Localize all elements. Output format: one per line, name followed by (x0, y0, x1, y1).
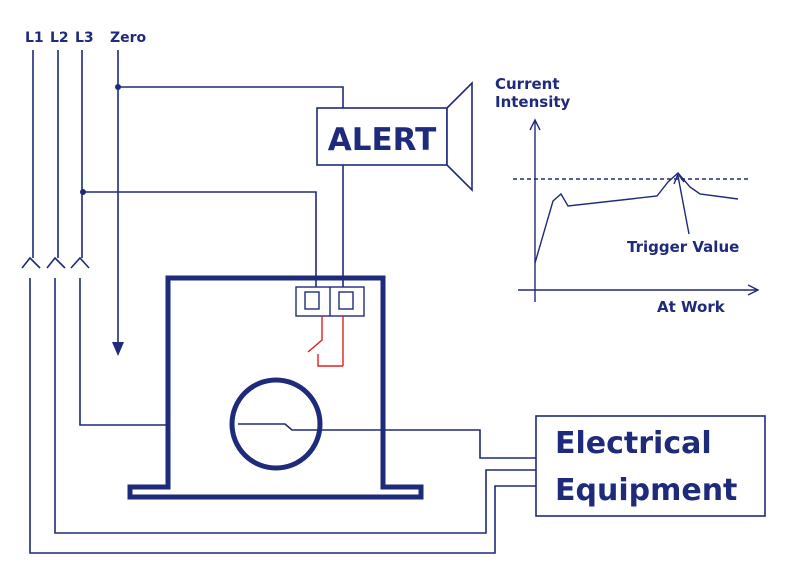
break-l1 (21, 256, 41, 269)
relay-contact-right (338, 291, 354, 310)
graph-y-label-line1: Current (495, 75, 560, 93)
alert-box (316, 107, 448, 166)
sensor-ring (229, 377, 323, 471)
wire-l3-tap (83, 191, 317, 287)
equipment-label-line1: Electrical (555, 426, 712, 461)
zero-arrow-icon (112, 342, 124, 356)
alert-label: ALERT (328, 122, 437, 158)
graph-annotation-label: Trigger Value (627, 238, 739, 256)
wire-l2 (54, 50, 536, 534)
graph-x-arrow-icon (747, 284, 760, 296)
equipment-box (535, 415, 766, 517)
label-l2: L2 (50, 30, 69, 46)
graph-x-label: At Work (657, 298, 726, 316)
break-l2 (46, 256, 66, 269)
label-zero: Zero (110, 30, 147, 46)
relay-switch-left (307, 316, 343, 367)
equipment-label-line2: Equipment (555, 473, 737, 508)
graph-current-curve (534, 171, 739, 264)
relay-contact-left (304, 291, 320, 310)
junction-dot-l3 (80, 189, 86, 195)
wire-sensor-equipment (238, 423, 536, 459)
wire-zero-tap (118, 86, 344, 108)
break-l3 (70, 256, 90, 269)
graph-annotation-arrow-icon (673, 172, 685, 185)
wire-l3 (79, 50, 167, 426)
graph-y-label-line2: Intensity (495, 93, 571, 111)
junction-dot-zero (115, 84, 121, 90)
graph-y-arrow-icon (529, 118, 541, 131)
horn-icon (446, 81, 473, 192)
label-l1: L1 (25, 30, 44, 46)
transformer-frame (127, 275, 424, 500)
label-l3: L3 (75, 30, 94, 46)
wire-l1 (29, 50, 536, 554)
graph-annotation-pointer (677, 175, 690, 235)
